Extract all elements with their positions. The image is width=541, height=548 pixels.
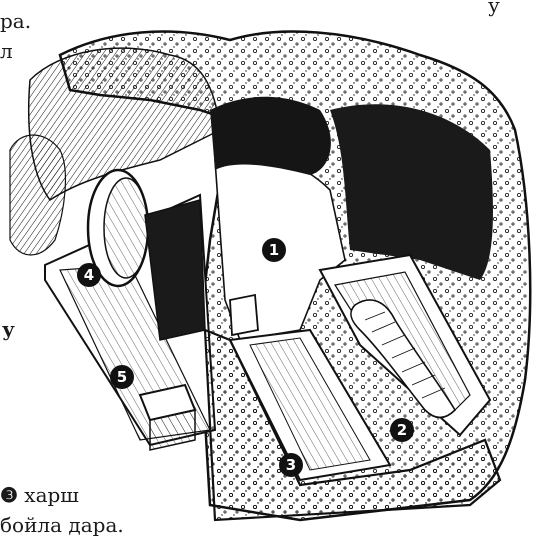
text-top-right: у [488,0,500,16]
text-top-left-line1: ра. [0,10,31,32]
marker-2: 2 [390,418,414,442]
text-bottom-line1: ❸ харш [0,484,79,506]
foliage-left-bush [10,135,65,255]
text-mid-left: у [2,318,15,340]
text-top-left-line2: л [0,40,13,62]
marker-3: 3 [279,453,303,477]
bottom-marker: ❸ [0,483,18,507]
text-bottom-line2: бойла дара. [0,514,124,536]
marker-4: 4 [77,263,101,287]
bench-pillar [230,295,258,335]
marker-5: 5 [110,365,134,389]
chamber-back-wall [210,97,331,175]
marker-1: 1 [262,238,286,262]
bottom-word: харш [24,483,79,507]
rolling-stone-face [104,178,148,278]
